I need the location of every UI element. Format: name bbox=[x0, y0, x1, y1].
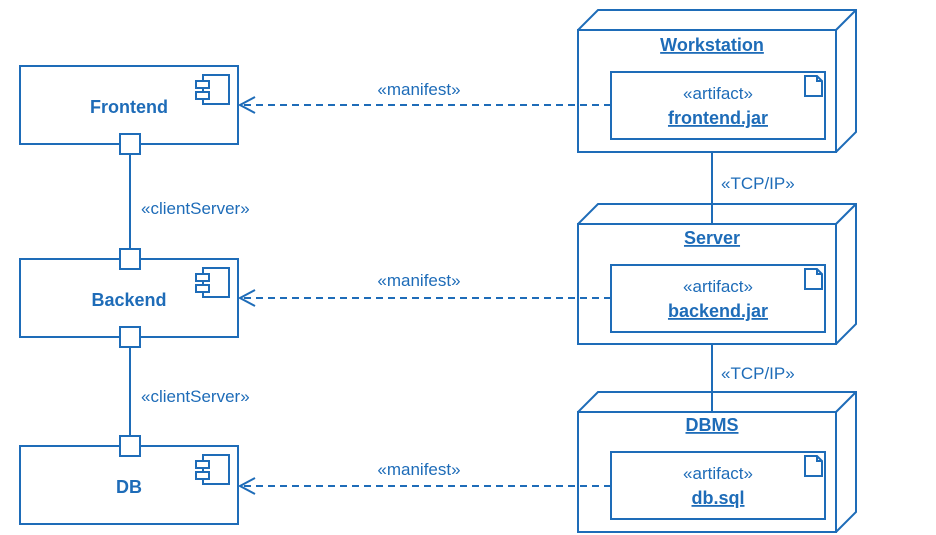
node-front-face bbox=[577, 411, 837, 533]
artifact-name: db.sql bbox=[692, 488, 745, 508]
artifact-stereotype: «artifact» bbox=[683, 84, 753, 103]
artifact-stereotype: «artifact» bbox=[683, 277, 753, 296]
port-db-top bbox=[119, 435, 141, 457]
artifact-frontend-jar: «artifact» frontend.jar bbox=[610, 71, 826, 140]
component-backend: Backend bbox=[19, 258, 239, 338]
node-workstation: Workstation «artifact» frontend.jar bbox=[577, 9, 857, 153]
node-front-face bbox=[577, 29, 837, 153]
port-backend-top bbox=[119, 248, 141, 270]
component-backend-label: Backend bbox=[91, 290, 166, 310]
link-label-tcpip: «TCP/IP» bbox=[721, 174, 795, 193]
arrow-head-icon bbox=[237, 477, 256, 495]
manifest-frontend: «manifest» bbox=[237, 80, 611, 114]
document-icon bbox=[804, 455, 823, 477]
artifact-stereotype: «artifact» bbox=[683, 464, 753, 483]
link-label-manifest: «manifest» bbox=[377, 80, 460, 99]
artifact-name: backend.jar bbox=[668, 301, 768, 321]
manifest-backend: «manifest» bbox=[237, 271, 611, 307]
port-frontend-bottom bbox=[119, 133, 141, 155]
component-icon bbox=[195, 454, 230, 485]
document-icon bbox=[804, 268, 823, 290]
node-workstation-label: Workstation bbox=[660, 35, 764, 55]
manifest-db: «manifest» bbox=[237, 460, 611, 495]
link-label-tcpip: «TCP/IP» bbox=[721, 364, 795, 383]
artifact-backend-jar: «artifact» backend.jar bbox=[610, 264, 826, 333]
port-backend-bottom bbox=[119, 326, 141, 348]
arrow-head-icon bbox=[237, 289, 256, 307]
link-label-manifest: «manifest» bbox=[377, 460, 460, 479]
node-server: Server «artifact» backend.jar bbox=[577, 203, 857, 345]
link-label-clientserver: «clientServer» bbox=[141, 387, 250, 406]
component-icon bbox=[195, 267, 230, 298]
artifact-db-sql: «artifact» db.sql bbox=[610, 451, 826, 520]
node-dbms: DBMS «artifact» db.sql bbox=[577, 391, 857, 533]
arrow-head-icon bbox=[237, 96, 256, 114]
node-server-label: Server bbox=[684, 228, 740, 248]
artifact-box bbox=[610, 264, 826, 333]
document-icon bbox=[804, 75, 823, 97]
artifact-box bbox=[610, 71, 826, 140]
link-backend-db: «clientServer» bbox=[119, 326, 250, 457]
link-label-clientserver: «clientServer» bbox=[141, 199, 250, 218]
component-icon bbox=[195, 74, 230, 105]
node-dbms-label: DBMS bbox=[686, 415, 739, 435]
link-frontend-backend: «clientServer» bbox=[119, 133, 250, 270]
component-frontend-label: Frontend bbox=[90, 97, 168, 117]
node-front-face bbox=[577, 223, 837, 345]
artifact-name: frontend.jar bbox=[668, 108, 768, 128]
link-label-manifest: «manifest» bbox=[377, 271, 460, 290]
link-workstation-server: «TCP/IP» bbox=[711, 152, 795, 224]
component-frontend: Frontend bbox=[19, 65, 239, 145]
link-server-dbms: «TCP/IP» bbox=[711, 344, 795, 412]
artifact-box bbox=[610, 451, 826, 520]
component-db: DB bbox=[19, 445, 239, 525]
component-db-label: DB bbox=[116, 477, 142, 497]
